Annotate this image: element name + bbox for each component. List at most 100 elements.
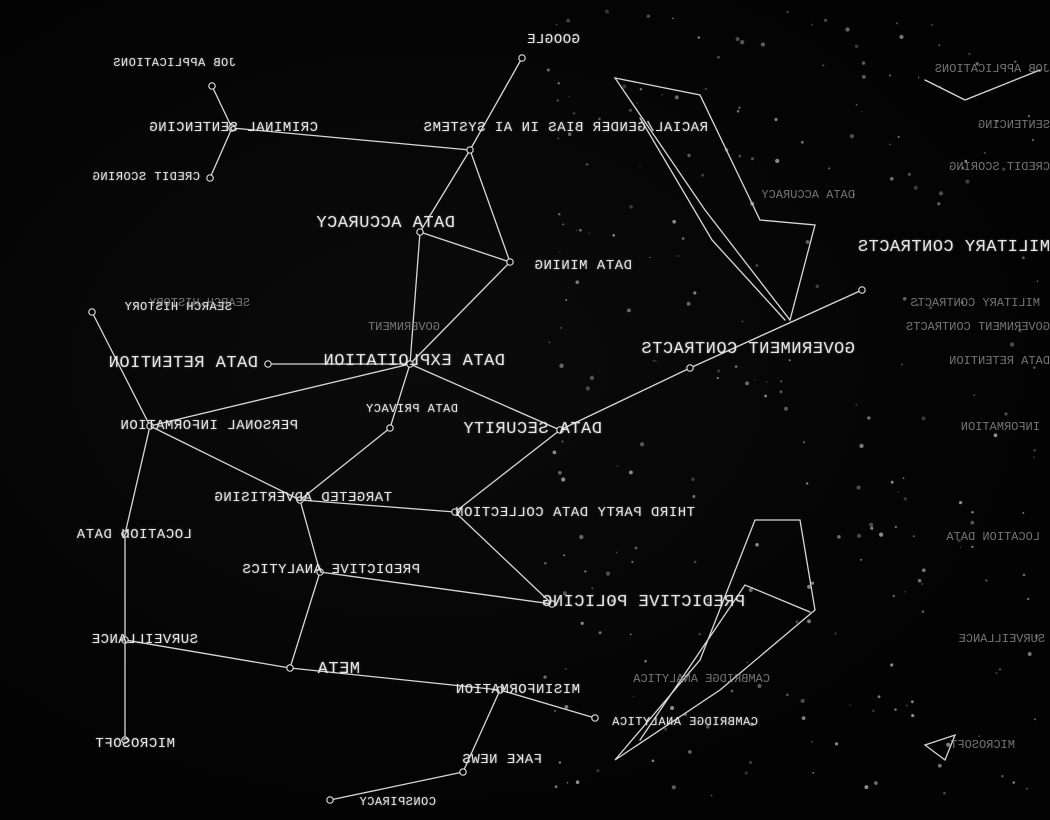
- noise-speck: [973, 394, 976, 396]
- edge-data-exploitation-to-data-security: [409, 363, 561, 431]
- node-cambridge-analytica-label: CAMBRIDGE ANALYTICA: [611, 715, 758, 729]
- noise-speck: [753, 378, 756, 381]
- noise-speck: [892, 594, 896, 598]
- noise-speck: [750, 722, 754, 727]
- node-data-accuracy-label: DATA ACCURACY: [315, 214, 455, 233]
- noise-speck: [1034, 634, 1039, 639]
- ghost-label-text: MILITARY CONTRACTS: [910, 296, 1040, 310]
- noise-speck: [706, 597, 710, 601]
- node-meta: META: [317, 660, 360, 679]
- edge-targeted-advertising-to-third-party-data: [299, 499, 456, 513]
- junction-dot: [146, 422, 154, 430]
- noise-speck: [929, 306, 933, 310]
- noise-speck: [921, 610, 925, 613]
- noise-speck: [993, 433, 998, 438]
- edge-search-history-to-personal-information: [91, 311, 151, 427]
- noise-speck: [757, 216, 760, 219]
- noise-speck: [775, 158, 780, 164]
- node-predictive-analytics-label: PREDICTIVE ANALYTICS: [241, 562, 420, 578]
- node-credit-scoring-label: CREDIT SCORING: [92, 170, 200, 184]
- noise-speck: [815, 284, 820, 289]
- noise-speck: [707, 601, 710, 604]
- noise-speck: [558, 470, 562, 475]
- node-data-mining: DATA MINING: [534, 258, 632, 274]
- noise-speck: [837, 535, 841, 539]
- noise-speck: [930, 23, 933, 27]
- noise-speck: [554, 785, 558, 789]
- edge-meta-to-misinformation: [289, 667, 501, 691]
- noise-speck: [764, 394, 767, 398]
- noise-speck: [687, 153, 691, 158]
- noise-speck: [957, 539, 961, 543]
- noise-speck: [903, 497, 907, 501]
- noise-speck: [644, 659, 647, 663]
- noise-speck: [801, 716, 806, 720]
- node-misinformation-label: MISINFORMATION: [455, 682, 580, 698]
- noise-speck: [558, 212, 561, 216]
- noise-speck: [983, 152, 986, 154]
- noise-speck: [757, 683, 762, 689]
- noise-speck: [626, 308, 631, 313]
- noise-speck: [889, 74, 891, 77]
- noise-speck: [906, 704, 908, 707]
- noise-speck: [1012, 781, 1015, 784]
- noise-speck: [795, 620, 799, 624]
- noise-speck: [766, 381, 768, 383]
- glare-shard: [639, 117, 786, 321]
- noise-speck: [1022, 573, 1026, 577]
- noise-speck: [688, 750, 692, 754]
- edge-data-privacy-to-targeted-advertising: [299, 427, 391, 501]
- junction-dot: [264, 360, 272, 368]
- noise-speck: [1021, 256, 1025, 260]
- noise-speck: [575, 780, 580, 784]
- noise-speck: [917, 76, 920, 79]
- noise-speck: [572, 112, 576, 115]
- noise-speck: [558, 761, 562, 764]
- noise-speck: [988, 745, 990, 747]
- noise-speck: [946, 742, 951, 747]
- noise-speck: [1027, 652, 1032, 656]
- noise-speck: [724, 148, 729, 152]
- node-targeted-advertising: TARGETED ADVERTISING: [214, 490, 392, 506]
- noise-speck: [894, 708, 897, 711]
- glare-shard: [923, 733, 957, 762]
- noise-speck: [748, 587, 753, 593]
- node-surveillance-label: SURVEILLANCE: [91, 632, 198, 648]
- noise-speck: [958, 500, 963, 505]
- edge-criminal-sentencing-to-credit-scoring: [209, 127, 233, 179]
- ghost-cambridge-analytica: CAMBRIDGE ANALYTICA: [633, 672, 770, 686]
- noise-speck: [786, 10, 789, 14]
- node-data-privacy-label: DATA PRIVACY: [365, 402, 458, 416]
- noise-speck: [580, 621, 584, 625]
- edge-group: [91, 57, 863, 801]
- node-third-party-data-label: THIRD PARTY DATA COLLECTION: [454, 505, 695, 521]
- noise-speck: [810, 740, 813, 743]
- noise-speck: [562, 591, 567, 596]
- noise-speck: [916, 303, 920, 307]
- edge-data-accuracy-to-data-mining: [419, 231, 511, 263]
- noise-speck: [774, 118, 778, 122]
- ghost-information: INFORMATION: [961, 420, 1040, 434]
- noise-speck: [779, 390, 783, 394]
- junction-dot: [686, 364, 694, 372]
- node-job-applications: JOB APPLICATIONS: [113, 56, 236, 70]
- noise-speck: [646, 14, 651, 18]
- ghost-data-retention: DATA RETENTION: [949, 354, 1050, 368]
- node-data-exploitation-label: DATA EXPLOITATION: [323, 352, 505, 371]
- noise-speck: [745, 381, 750, 386]
- junction-dot: [121, 636, 129, 644]
- ghost-label-text: DATA ACCURACY: [761, 188, 855, 202]
- junction-dot: [326, 796, 334, 804]
- noise-speck: [834, 742, 839, 746]
- noise-speck: [890, 480, 894, 484]
- edge-personal-information-to-targeted-advertising: [149, 425, 301, 501]
- node-cambridge-analytica: CAMBRIDGE ANALYTICA: [612, 715, 758, 729]
- noise-speck: [1014, 60, 1017, 63]
- junction-dot: [316, 568, 324, 576]
- noise-speck: [683, 712, 687, 716]
- noise-speck: [651, 759, 655, 763]
- junction-dot: [206, 174, 214, 182]
- noise-speck: [632, 695, 635, 698]
- noise-speck: [1032, 139, 1035, 142]
- noise-speck: [616, 465, 619, 467]
